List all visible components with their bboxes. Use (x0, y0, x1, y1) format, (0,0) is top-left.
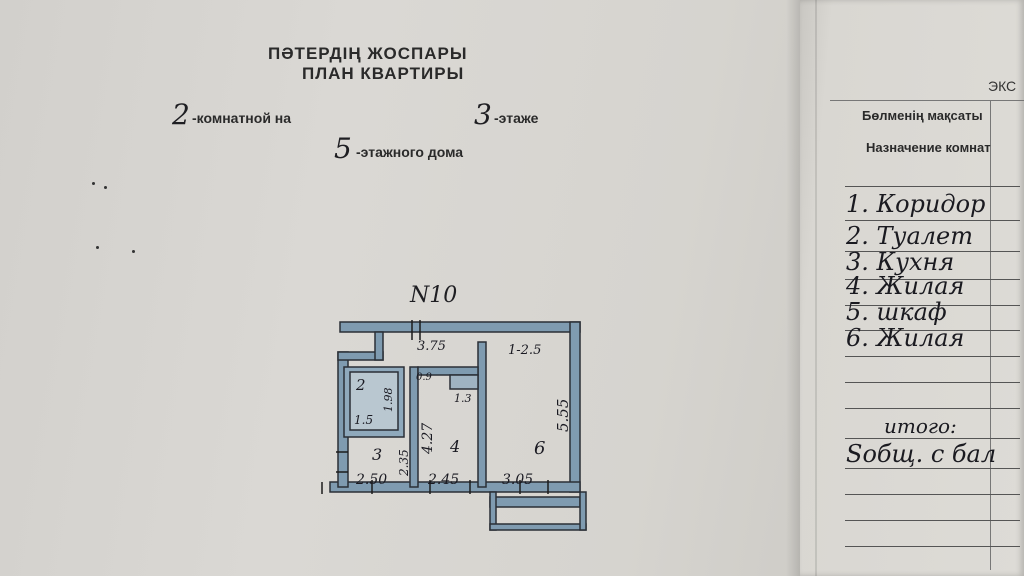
apartment-number: N10 (409, 283, 457, 308)
table-row-4: 4. Жилая (846, 272, 965, 300)
column-header-kz: Бөлменің мақсаты (862, 108, 983, 123)
table-rule (845, 494, 1020, 495)
table-rule (845, 305, 1020, 306)
dim-room4-w: 2.45 (427, 472, 459, 488)
table-rule (845, 546, 1020, 547)
table-row-5: 5. шкаф (846, 298, 947, 326)
dim-toilet-w: 1.5 (354, 413, 373, 427)
table-rule (845, 220, 1020, 221)
dim-kitchen-h: 2.35 (397, 449, 411, 477)
ink-speck (96, 246, 99, 249)
room-label-room6: 6 (534, 438, 545, 459)
table-total: итого: (884, 414, 957, 438)
table-row-6: 6. Жилая (846, 324, 965, 352)
table-rule (845, 408, 1020, 409)
floor-plan: N10 3.75 1 (321, 283, 587, 531)
table-row-1: 1. Коридор (846, 190, 986, 218)
ink-speck (92, 182, 95, 185)
floor-number: 3 (474, 98, 492, 131)
dim-small: 0.9 (416, 372, 433, 383)
floor-label: -этаже (494, 110, 539, 126)
document-right-page (800, 0, 1024, 576)
dim-top-corridor: 3.75 (417, 339, 446, 354)
table-rule (845, 251, 1020, 252)
table-row-2: 2. Туалет (846, 222, 974, 250)
table-rule (845, 382, 1020, 383)
rooms-count: 2 (172, 98, 190, 131)
table-rule (845, 330, 1020, 331)
rooms-label: -комнатной на (192, 110, 292, 126)
storeys-count: 5 (334, 132, 352, 165)
table-rule (845, 520, 1020, 521)
room-label-room4: 4 (449, 437, 460, 456)
table-column-line (990, 100, 991, 570)
dim-closet: 1.3 (454, 392, 472, 405)
table-corner-label: ЭКС (988, 78, 1017, 94)
column-header-ru: Назначение комнат (866, 140, 991, 155)
table-top-line (830, 100, 1024, 101)
table-row-3: 3. Кухня (846, 248, 955, 276)
title-ru: ПЛАН КВАРТИРЫ (302, 64, 465, 83)
table-rule (845, 438, 1020, 439)
document-left-page (0, 0, 800, 576)
ink-speck (132, 250, 135, 253)
table-rule (845, 279, 1020, 280)
table-rule (845, 356, 1020, 357)
table-rule (845, 186, 1020, 187)
table-rule (845, 468, 1020, 469)
page-fold (815, 0, 817, 576)
dim-room6-w: 3.05 (502, 472, 533, 488)
storeys-label: -этажного дома (356, 144, 464, 160)
dim-kitchen-w: 2.50 (355, 472, 387, 488)
room-label-kitchen: 3 (372, 445, 382, 464)
room-label-toilet: 2 (355, 376, 366, 394)
dim-room6-h: 5.55 (554, 399, 572, 432)
dim-toilet-h: 1.98 (382, 388, 395, 413)
table-extra: Sобщ. с бал (846, 440, 997, 468)
ink-speck (104, 186, 107, 189)
dim-room4-h: 4.27 (420, 423, 436, 455)
dim-top-right: 1-2.5 (508, 343, 541, 358)
title-kz: ПӘТЕРДІҢ ЖОСПАРЫ (268, 44, 468, 63)
